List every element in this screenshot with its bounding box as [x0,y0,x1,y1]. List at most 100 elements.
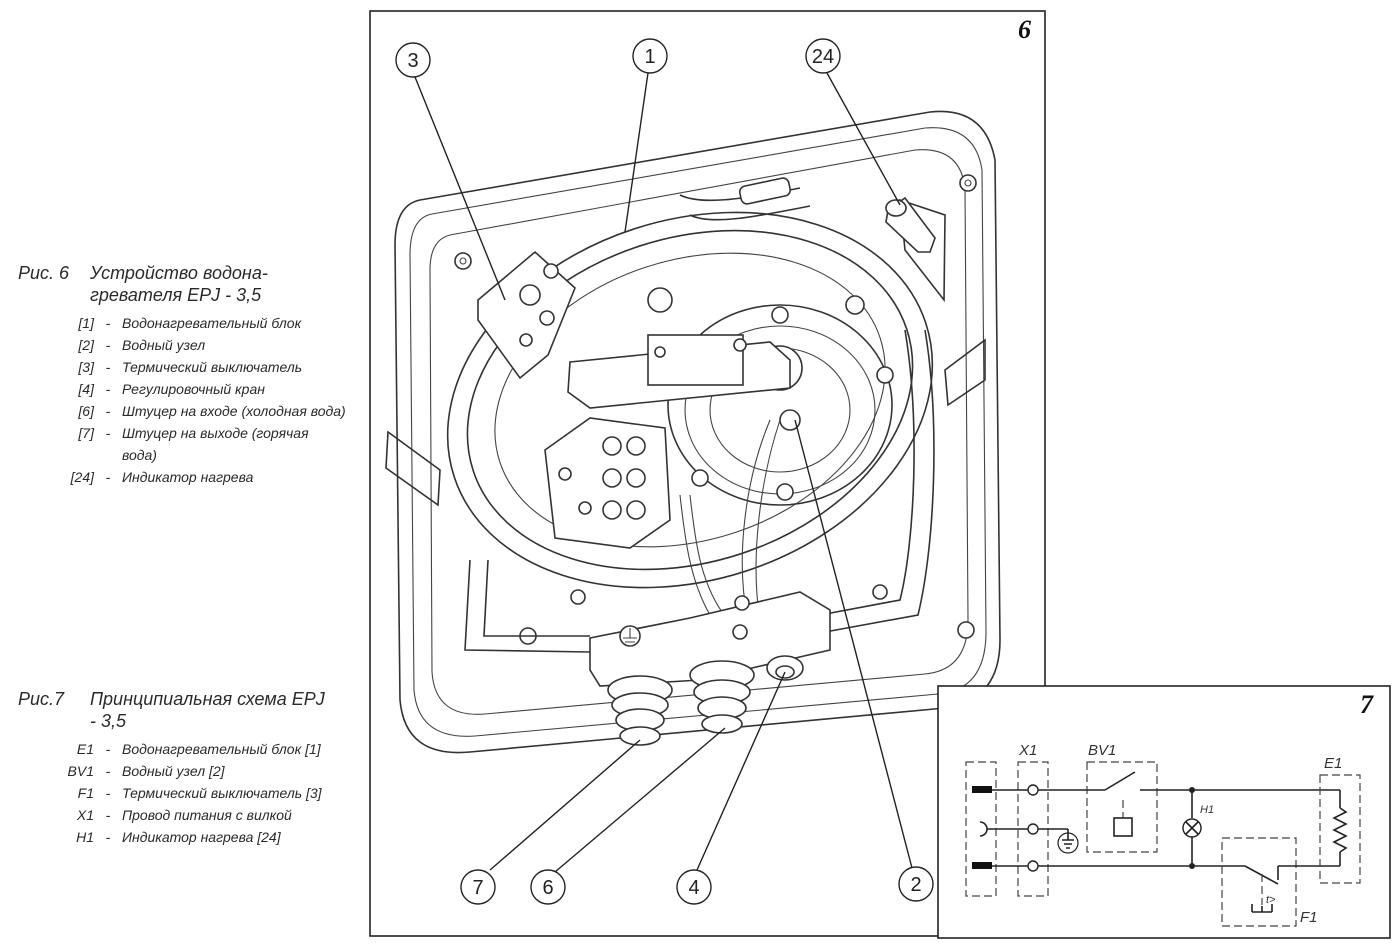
legend-row: [1]-Водонагревательный блок [78,315,302,331]
x1-label: X1 [1018,742,1037,759]
leader-2 [794,419,913,869]
terminal [626,468,646,488]
heater-drawing [385,110,1001,754]
thermal-switch-screw [539,310,555,326]
water-unit-switch [647,334,744,386]
flange-stud [876,366,894,384]
legend-row: [7]-Штуцер на выходе (горячая вода) [78,425,309,463]
bv1-box [1086,761,1158,853]
leader-lines [414,72,913,873]
flange-stud [691,469,709,487]
legend-items-6: [1]-Водонагревательный блок [2]-Водный у… [18,312,346,488]
callout-label: 1 [644,46,655,68]
legend-row: [4]-Регулировочный кран [78,381,265,397]
bracket-right [944,338,986,407]
callout-label: 4 [688,877,699,899]
callout-label: 3 [407,50,418,72]
thermal-switch-knob [519,284,541,306]
leader-7 [489,739,641,871]
terminal [602,436,622,456]
plug-pin-bottom [972,862,992,869]
callout-1: 1 [632,38,668,74]
legend-title-7: Рис.7 Принципиальная схема EPJ - 3,5 [18,689,325,731]
thermal-switch-bracket [477,250,576,380]
fitting-outlet-7 [607,675,673,746]
screw [654,346,666,358]
flange-stud [771,306,789,324]
h1-label: H1 [1200,804,1214,816]
callout-6: 6 [530,869,566,905]
pipe-left [483,559,590,637]
junction [1189,787,1195,793]
legend-row: F1-Термический выключатель [3] [77,785,322,801]
pipe-right [819,329,915,616]
screw [872,584,888,600]
callout-label: 6 [542,877,553,899]
terminal-n [1027,860,1039,872]
ground-symbol-mark [623,628,637,647]
bv1-label: BV1 [1088,742,1116,759]
heater-coil-outer [446,211,934,589]
legend-row: BV1-Водный узел [2] [67,763,225,779]
screw [957,621,975,639]
callout-24: 24 [805,38,841,74]
plug-pin-top [972,786,992,793]
leader-1 [624,72,649,233]
f1-label: F1 [1300,909,1318,926]
legend-row: H1-Индикатор нагрева [24] [76,829,281,845]
callout-4: 4 [676,869,712,905]
terminal [602,500,622,520]
legend-row: [3]-Термический выключатель [78,359,303,375]
flange-outer [667,304,893,506]
thermal-switch-screw [543,263,559,279]
fitting-inlet-6 [689,660,755,734]
screw [570,589,586,605]
heater-coil-core [494,252,886,548]
screw [959,174,977,192]
e1-box [1319,774,1361,884]
screw [732,624,748,640]
bv1-actuator [1113,817,1133,837]
callout-label: 2 [910,874,921,896]
adjustment-valve-4 [766,655,804,681]
f1-temp-label: t> [1266,894,1276,906]
f1-thermal-element [1251,904,1273,913]
housing-rim [429,149,969,715]
legend-items-7: E1-Водонагревательный блок [1] BV1-Водны… [18,738,346,848]
leader-3 [414,76,506,301]
wire [689,494,723,613]
figure-6-frame [369,10,1046,937]
terminal [602,468,622,488]
pipe-left [464,559,591,653]
wire [679,494,711,616]
callout-2: 2 [898,866,934,902]
flange-stud [647,287,673,313]
figure-7-number: 7 [1360,690,1374,719]
screw [964,179,972,187]
legend-figure-6: Рис. 6 Устройство водона-гревателя EPJ -… [18,262,346,488]
callout-label: 24 [812,46,834,68]
heater-coil-inner [466,229,914,571]
legend-figure-7: Рис.7 Принципиальная схема EPJ - 3,5 E1-… [18,688,346,848]
terminal [626,436,646,456]
legend-row: E1-Водонагревательный блок [1] [76,741,321,757]
wiring-schematic: X1 BV1 H1 t> F1 [965,742,1361,927]
e1-resistor [1332,807,1348,853]
pipe-sensor [738,177,792,205]
legend-row: X1-Провод питания с вилкой [76,807,292,823]
flange-stud [845,295,865,315]
figure-6-number: 6 [1018,15,1031,44]
pipe-right [824,329,935,633]
legend-title-6: Рис. 6 Устройство водона-гревателя EPJ -… [18,263,268,305]
wire [755,419,781,621]
terminal-l [1027,784,1039,796]
pipe-top [689,205,811,221]
legend-row: [24]-Индикатор нагрева [70,469,254,485]
leader-24 [826,72,901,206]
legend-row: [2]-Водный узел [78,337,206,353]
flange-stud [776,483,794,501]
h1-lamp-cross [1185,821,1199,835]
callout-label: 7 [472,877,483,899]
terminal-screw [558,467,572,481]
